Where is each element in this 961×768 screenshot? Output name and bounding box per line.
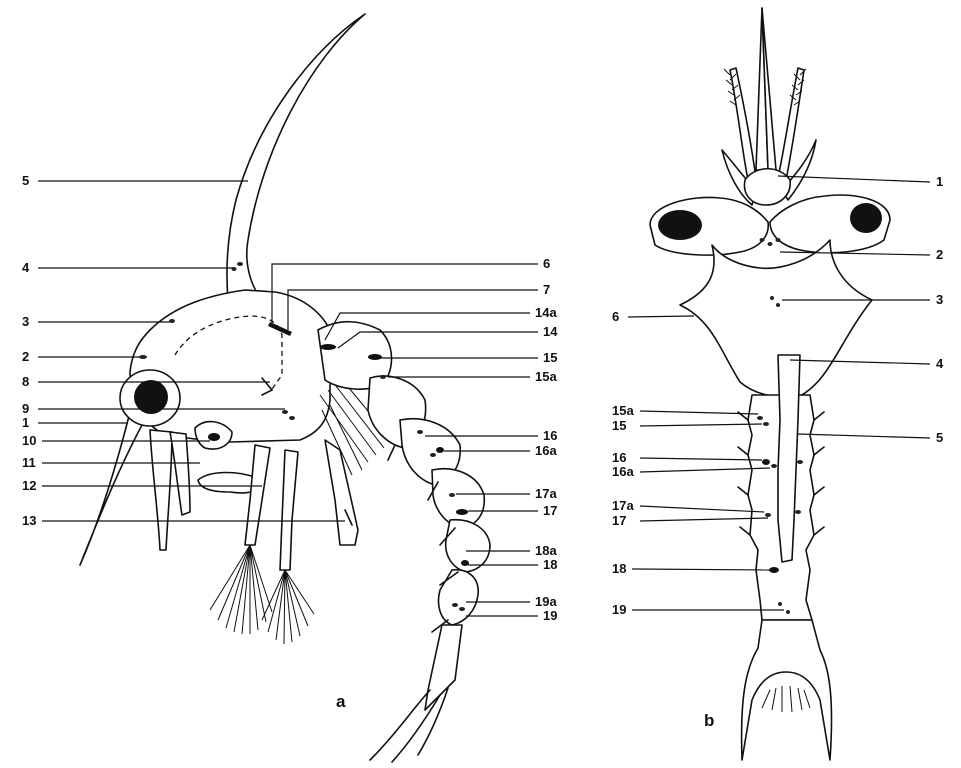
label-a-9: 9 <box>22 401 29 416</box>
label-b-16a: 16a <box>612 464 634 479</box>
label-b-6: 6 <box>612 309 619 324</box>
label-b-5: 5 <box>936 430 943 445</box>
label-a-12: 12 <box>22 478 36 493</box>
label-a-16: 16 <box>543 428 557 443</box>
label-a-18: 18 <box>543 557 557 572</box>
telson-spines <box>762 686 810 712</box>
pereiopod <box>325 440 358 545</box>
larva-dorsal-drawing <box>650 8 890 760</box>
label-a-10: 10 <box>22 433 36 448</box>
telson-dorsal <box>742 620 832 760</box>
label-a-6: 6 <box>543 256 550 271</box>
label-a-5: 5 <box>22 173 29 188</box>
label-a-14: 14 <box>543 324 558 339</box>
label-a-17: 17 <box>543 503 557 518</box>
right-antenna <box>778 68 804 180</box>
panel-label-b: b <box>704 711 714 730</box>
head-plate <box>744 169 790 205</box>
label-b-15: 15 <box>612 418 626 433</box>
label-a-16a: 16a <box>535 443 557 458</box>
label-a-15: 15 <box>543 350 557 365</box>
dorsal-spine <box>227 14 365 300</box>
label-a-15a: 15a <box>535 369 557 384</box>
rostrum <box>80 412 142 565</box>
panel-label-a: a <box>336 692 346 711</box>
antenna-1 <box>150 430 172 550</box>
label-a-13: 13 <box>22 513 36 528</box>
label-a-19a: 19a <box>535 594 557 609</box>
label-a-19: 19 <box>543 608 557 623</box>
label-b-15a: 15a <box>612 403 634 418</box>
label-a-17a: 17a <box>535 486 557 501</box>
setae-fan-left <box>210 545 272 634</box>
label-a-14a: 14a <box>535 305 557 320</box>
label-a-7: 7 <box>543 282 550 297</box>
label-a-2: 2 <box>22 349 29 364</box>
antennule <box>170 432 190 515</box>
left-eye <box>658 210 702 240</box>
label-a-18a: 18a <box>535 543 557 558</box>
label-a-3: 3 <box>22 314 29 329</box>
label-b-18: 18 <box>612 561 626 576</box>
label-b-19: 19 <box>612 602 626 617</box>
label-b-1: 1 <box>936 174 943 189</box>
label-a-8: 8 <box>22 374 29 389</box>
label-b-4: 4 <box>936 356 944 371</box>
maxilliped-2 <box>245 445 270 545</box>
label-b-16: 16 <box>612 450 626 465</box>
telson <box>425 625 462 710</box>
right-eye <box>850 203 882 233</box>
label-a-11: 11 <box>22 455 36 470</box>
carapace-dorsal <box>680 240 872 397</box>
label-b-2: 2 <box>936 247 943 262</box>
setae-fan-right <box>262 570 314 644</box>
label-b-3: 3 <box>936 292 943 307</box>
abdomen-segment-6 <box>439 570 479 625</box>
label-a-4: 4 <box>22 260 30 275</box>
maxilliped-3 <box>280 450 298 570</box>
label-a-1: 1 <box>22 415 29 430</box>
larva-lateral-drawing <box>80 14 490 762</box>
label-b-17: 17 <box>612 513 626 528</box>
label-b-17a: 17a <box>612 498 634 513</box>
